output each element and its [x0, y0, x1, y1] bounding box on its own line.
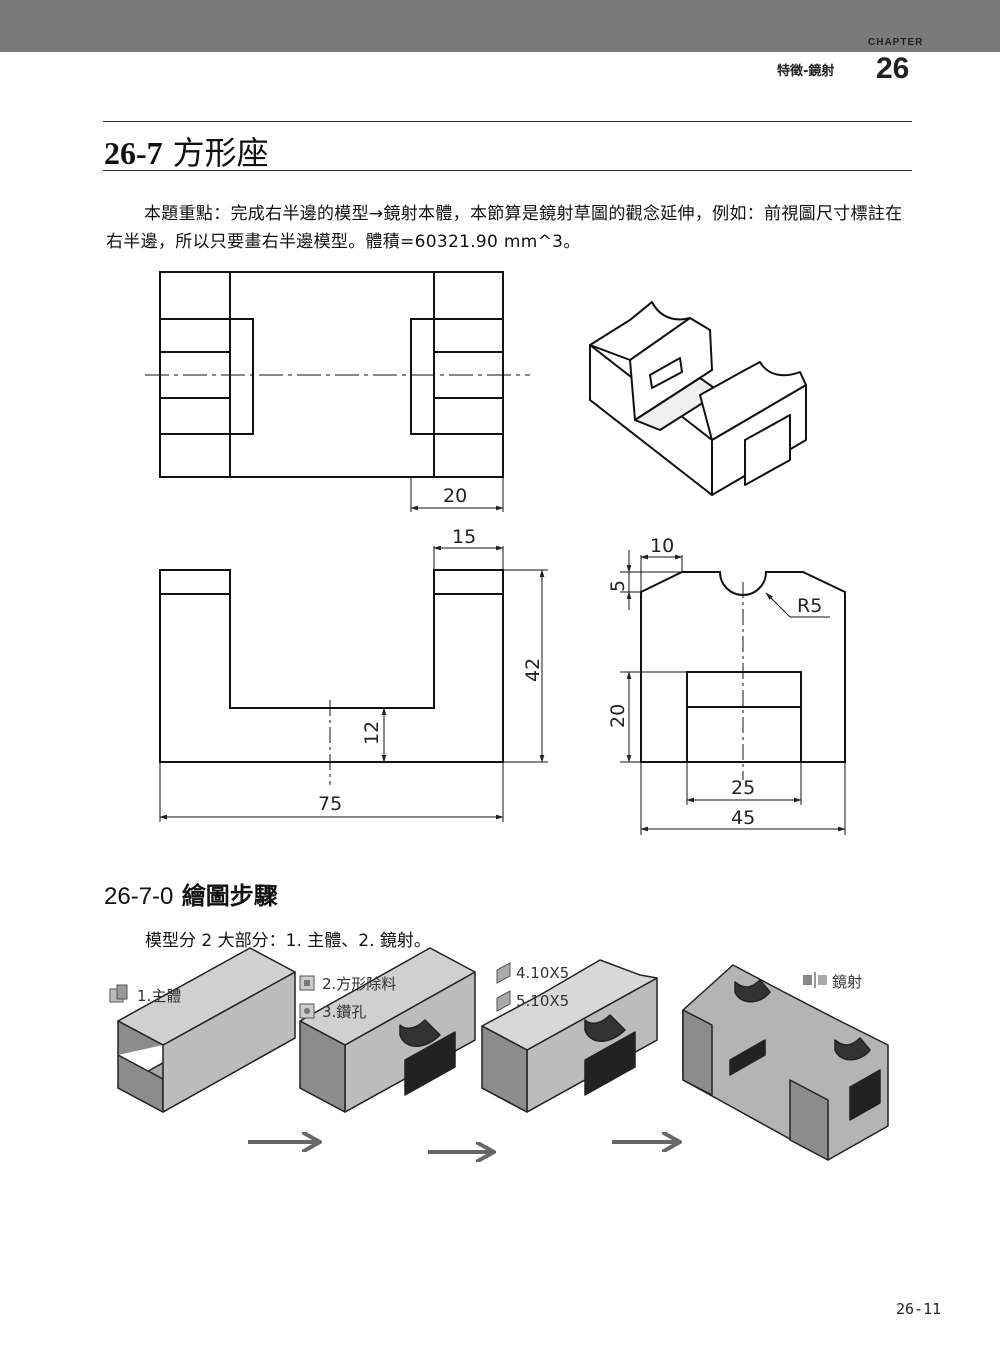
chapter-name: 特徵-鏡射 — [777, 64, 835, 79]
chapter-number: 26 — [876, 52, 910, 85]
top-view — [145, 271, 530, 512]
side-view — [620, 550, 846, 835]
section-number: 26-7 — [104, 135, 163, 171]
isometric-view — [589, 301, 807, 496]
dim-20-top: 20 — [443, 485, 467, 507]
step5-label: 5.10X5 — [516, 992, 569, 1010]
section-title-text: 方形座 — [172, 134, 269, 172]
front-view — [159, 545, 548, 822]
key-point-paragraph: 本題重點：完成右半邊的模型→鏡射本體，本節算是鏡射草圖的觀念延伸，例如：前視圖尺… — [106, 204, 903, 252]
dim-5: 5 — [607, 580, 629, 592]
step4-model — [682, 964, 889, 1161]
dim-12: 12 — [361, 721, 383, 745]
dim-20-side: 20 — [607, 704, 629, 728]
cut-icon — [299, 975, 315, 991]
step1-label: 1.主體 — [137, 987, 181, 1005]
hole-icon — [299, 1003, 315, 1019]
step1-model — [117, 947, 296, 1113]
dim-r5: R5 — [797, 595, 822, 617]
subsection-title: 26-7-0 繪圖步驟 — [104, 876, 278, 911]
title-rule-top — [103, 121, 912, 122]
dim-10: 10 — [650, 535, 674, 557]
dim-42: 42 — [522, 658, 544, 682]
dim-75: 75 — [318, 793, 342, 815]
step4-label: 4.10X5 — [516, 964, 569, 982]
dim-15: 15 — [452, 526, 476, 548]
page-number: 26-11 — [896, 1300, 942, 1318]
chamfer-icon — [496, 962, 511, 984]
chamfer-icon-2 — [496, 990, 511, 1012]
step6-label: 鏡射 — [832, 973, 862, 991]
dim-45: 45 — [731, 807, 755, 829]
title-rule-bottom — [103, 170, 912, 171]
subsection-title-text: 繪圖步驟 — [181, 882, 278, 910]
chapter-label: CHAPTER — [868, 37, 924, 48]
step3-label: 3.鑽孔 — [322, 1003, 366, 1021]
subsection-number: 26-7-0 — [104, 883, 174, 910]
dim-25: 25 — [731, 777, 755, 799]
step3-model — [481, 959, 658, 1113]
intro-text: 模型分 2 大部分：1. 主體、2. 鏡射。 — [145, 931, 431, 951]
mirror-icon — [803, 972, 827, 988]
top-banner — [0, 0, 1000, 52]
step2-model — [299, 947, 476, 1113]
extrude-icon — [109, 984, 128, 1003]
step2-label: 2.方形除料 — [322, 975, 396, 993]
